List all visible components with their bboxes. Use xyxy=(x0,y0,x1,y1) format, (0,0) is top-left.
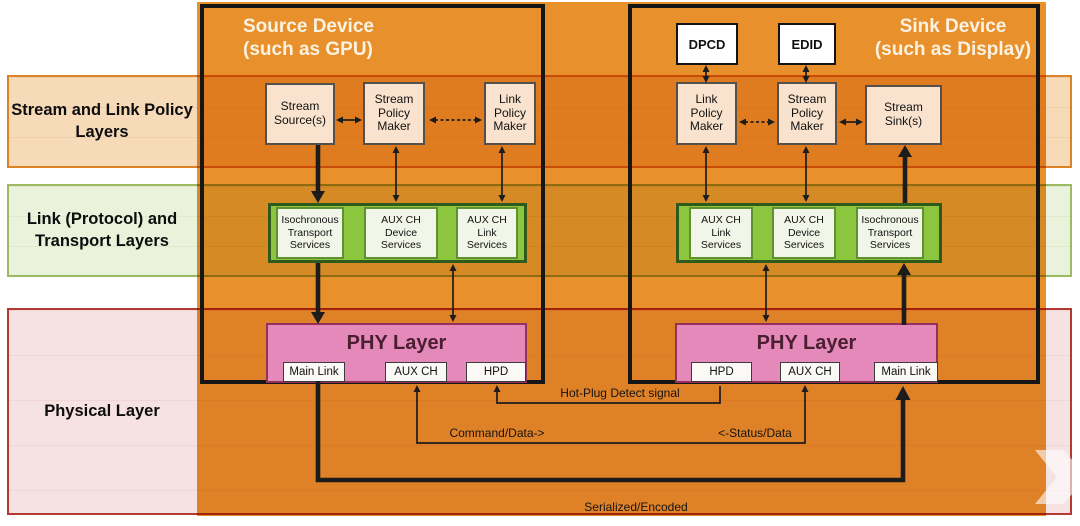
sink-title-line1: Sink Device xyxy=(899,16,1007,37)
hpd-port-source: HPD xyxy=(466,362,526,382)
stream-policy-maker-sink-box: Stream Policy Maker xyxy=(777,82,837,145)
aux-ch-device-services-source-box: AUX CH Device Services xyxy=(364,207,438,259)
isochronous-transport-services-source-box: Isochronous Transport Services xyxy=(276,207,344,259)
phy-layer-source-title: PHY Layer xyxy=(346,332,447,354)
transport-layer-label: Link (Protocol) and Transport Layers xyxy=(26,210,178,250)
source-device-title: Source Device (such as GPU) xyxy=(243,15,443,61)
status-data-label: <-Status/Data xyxy=(718,426,792,440)
link-policy-maker-source-box: Link Policy Maker xyxy=(484,82,536,145)
physical-layer-label: Physical Layer xyxy=(44,401,160,420)
source-title-line2: (such as GPU) xyxy=(243,39,373,61)
stream-source-box: Stream Source(s) xyxy=(265,83,335,145)
phy-layer-sink-title: PHY Layer xyxy=(756,332,857,354)
stream-policy-maker-source-box: Stream Policy Maker xyxy=(363,82,425,145)
policy-layer-label: Stream and Link Policy Layers xyxy=(11,101,193,141)
edid-box: EDID xyxy=(778,23,836,65)
serialized-encoded-label: Serialized/Encoded xyxy=(584,500,688,514)
source-title-line1: Source Device xyxy=(243,16,374,37)
command-data-label: Command/Data-> xyxy=(449,426,545,440)
hot-plug-detect-label: Hot-Plug Detect signal xyxy=(560,386,680,400)
stream-sink-box: Stream Sink(s) xyxy=(865,85,942,145)
main-link-port-sink: Main Link xyxy=(874,362,938,382)
sink-device-title: Sink Device (such as Display) xyxy=(866,15,1040,61)
aux-ch-port-source: AUX CH xyxy=(385,362,447,382)
aux-ch-link-services-source-box: AUX CH Link Services xyxy=(456,207,518,259)
aux-ch-device-services-sink-box: AUX CH Device Services xyxy=(772,207,836,259)
aux-ch-link-services-sink-box: AUX CH Link Services xyxy=(689,207,753,259)
aux-ch-port-sink: AUX CH xyxy=(780,362,840,382)
link-policy-maker-sink-box: Link Policy Maker xyxy=(676,82,737,145)
main-link-port-source: Main Link xyxy=(283,362,345,382)
dpcd-box: DPCD xyxy=(676,23,738,65)
sink-title-line2: (such as Display) xyxy=(874,39,1032,61)
isochronous-transport-services-sink-box: Isochronous Transport Services xyxy=(856,207,924,259)
hpd-port-sink: HPD xyxy=(691,362,752,382)
